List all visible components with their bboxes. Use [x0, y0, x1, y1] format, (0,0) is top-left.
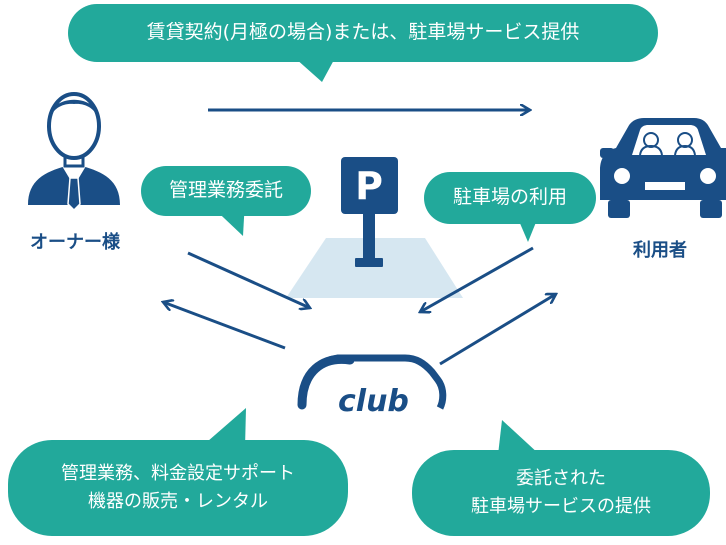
bottom-left-bubble-tail [200, 408, 246, 448]
svg-text:P: P [355, 164, 383, 208]
bubble-bottom-left-line-2: 機器の販売・レンタル [88, 491, 268, 512]
bubble-bottom-right-line-2: 駐車場サービスの提供 [471, 496, 651, 517]
bubble-bottom-left: 管理業務、料金設定サポート 機器の販売・レンタル [8, 440, 348, 536]
bubble-kanri-text: 管理業務委託 [168, 179, 283, 202]
owner-label: オーナー様 [30, 232, 120, 253]
arrow-owner-to-lot [187, 251, 310, 308]
parking-sign-icon: P [341, 157, 398, 267]
parking-lot-area [286, 238, 463, 298]
top-bubble-tail [295, 58, 335, 82]
bubble-bottom-left-line-1: 管理業務、料金設定サポート [61, 463, 295, 485]
arrow-pclub-to-owner [163, 302, 286, 350]
bubble-top: 賃貸契約(月極の場合)または、駐車場サービス提供 [68, 4, 658, 62]
bubble-riyou: 駐車場の利用 [424, 172, 596, 224]
arrow-user-to-lot [420, 246, 534, 312]
user-car-icon [600, 118, 726, 218]
svg-text:club: club [338, 384, 409, 419]
bottom-right-bubble-tail [498, 420, 540, 455]
bubble-riyou-text: 駐車場の利用 [452, 186, 567, 209]
owner-icon [28, 92, 120, 212]
arrow-pclub-to-user [439, 294, 556, 366]
bubble-kanri: 管理業務委託 [141, 166, 311, 216]
bubble-top-text: 賃貸契約(月極の場合)または、駐車場サービス提供 [146, 21, 580, 44]
bubble-bottom-right: 委託された 駐車場サービスの提供 [412, 450, 710, 536]
user-label: 利用者 [633, 240, 687, 261]
bubble-bottom-right-line-1: 委託された [516, 468, 606, 490]
pclub-logo: club [297, 354, 447, 419]
